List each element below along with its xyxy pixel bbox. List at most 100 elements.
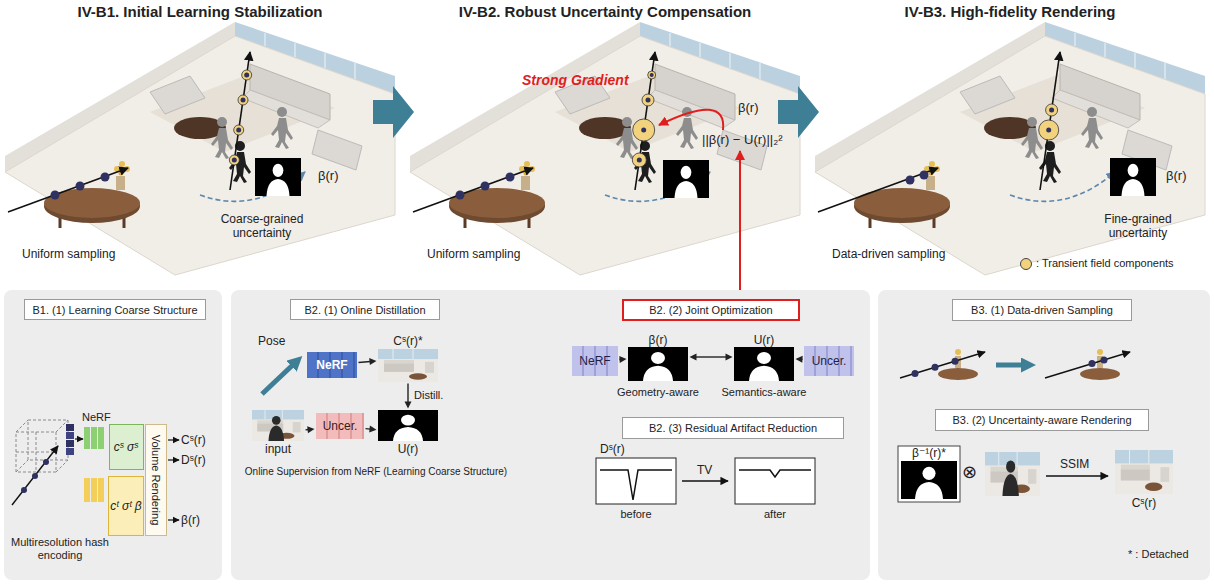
uncertainty-mask: [628, 347, 688, 381]
operation-label: SSIM: [1060, 457, 1089, 471]
stage-2-render: [456, 191, 465, 200]
label-holder: SSIM: [1060, 457, 1089, 471]
section-title: B2. (3) Residual Artifact Reduction: [649, 421, 817, 435]
connector-line: [365, 428, 370, 430]
section-header: B3. (1) Data-driven Sampling: [952, 299, 1132, 321]
label-holder: Fine-grained uncertainty: [1093, 212, 1183, 241]
volume-rendering-box: Volume Rendering: [145, 424, 167, 536]
stage-1-render: [51, 191, 60, 200]
mask-node: U(r): [378, 410, 438, 456]
stage-1-render: [242, 70, 252, 80]
math-label: Dˢ(r): [181, 453, 206, 467]
connector-line: [696, 356, 727, 357]
caption-text: Online Supervision from NeRF (Learning C…: [236, 466, 516, 478]
label-holder: β(r): [738, 100, 758, 116]
stage-1-render: [241, 98, 246, 103]
hash-grid: [28, 420, 68, 460]
stage-arrow: [373, 86, 819, 138]
depth-plot: [682, 480, 728, 481]
panel-ground: [878, 290, 1210, 580]
feature-vector: [66, 448, 74, 455]
output-arrow: [168, 440, 179, 520]
node-text: Uncer.: [812, 354, 847, 368]
panel-ground: [231, 290, 870, 580]
legend-swatch: [1020, 258, 1032, 270]
nerf-layers: [98, 478, 104, 502]
mask-node: U(r): [734, 333, 794, 381]
label-holder: Pose: [258, 334, 285, 348]
network-box: NeRF: [572, 346, 618, 376]
section-header: B2. (1) Online Distillation: [290, 299, 440, 320]
section-title: B2. (1) Online Distillation: [304, 303, 425, 317]
stage-2-render: [641, 128, 646, 133]
label-holder: ⊗: [962, 462, 977, 484]
label-holder: * : Detached: [1128, 548, 1189, 561]
label-holder: IV-B2. Robust Uncertainty Compensation: [405, 3, 805, 21]
caption-text: Pose: [258, 334, 285, 348]
caption-text: Geometry-aware: [608, 386, 708, 399]
caption-text: Fine-grained uncertainty: [1093, 212, 1183, 241]
connector-line: [801, 359, 802, 360]
nerf-layers: [84, 427, 90, 449]
node-text: Cˢ(r): [1132, 496, 1157, 510]
math-label: β(r): [738, 100, 758, 116]
feature-vector: [66, 424, 83, 455]
label-holder: β(r): [181, 513, 200, 527]
stage-1-render: [234, 125, 244, 135]
caption-text: Uniform sampling: [22, 247, 115, 261]
section-title: B1. (1) Learning Coarse Structure: [32, 303, 197, 317]
image-node: input: [252, 410, 304, 456]
sampling-sketch: [912, 370, 919, 377]
arrow-head: [369, 358, 376, 365]
label-holder: before: [596, 508, 676, 521]
sampling-sketch: [938, 368, 978, 380]
pose-arrow: [262, 360, 298, 394]
connector-arrow: [619, 356, 626, 363]
sampling-sketch: [996, 363, 1030, 368]
stage-1-render: [244, 73, 249, 78]
weighted-loss-sketch: [1046, 475, 1108, 476]
node-text: U(r): [398, 442, 419, 456]
feature-vector: [66, 424, 74, 431]
connector-line: [358, 361, 370, 362]
weighted-loss-sketch: [898, 446, 960, 502]
node-text: Cˢ(r)*: [393, 334, 422, 348]
arrow-head: [726, 354, 733, 361]
caption-text: NeRF: [82, 411, 111, 424]
output-arrow: [168, 439, 179, 440]
stage-2-render: [650, 73, 654, 77]
label-holder: Strong Gradient: [522, 72, 629, 89]
math-label: β(r): [318, 168, 338, 184]
stage-3-render: [1049, 108, 1054, 113]
transient-field-box: cᵗ σᵗ β: [108, 476, 144, 536]
label-holder: TV: [697, 463, 712, 477]
operation-label: TV: [697, 463, 712, 477]
stage-2-render: [637, 158, 642, 163]
caption-text: Semantics-aware: [714, 386, 814, 399]
stage-3-render: [1046, 104, 1058, 116]
section-header: B3. (2) Uncertainty-aware Rendering: [935, 409, 1149, 431]
node-text: cᵗ σᵗ β: [110, 499, 141, 514]
weighted-loss-sketch: [901, 461, 957, 499]
network-box: NeRF: [307, 352, 357, 378]
sampling-sketch: [1097, 349, 1103, 355]
depth-plot: [739, 470, 811, 477]
node-text: cˢ σˢ: [114, 440, 138, 455]
loss-formula: ||β(r) − U(r)||₂²: [702, 132, 783, 148]
math-label: Cˢ(r): [181, 433, 206, 447]
stage-title: IV-B2. Robust Uncertainty Compensation: [405, 3, 805, 21]
weighted-loss-sketch: [985, 452, 1040, 496]
label-holder: Online Supervision from NeRF (Learning C…: [236, 466, 516, 478]
stage-2-render: [663, 160, 709, 198]
arrow-head: [405, 402, 412, 409]
connector-arrow: [690, 354, 733, 361]
hash-grid: [56, 460, 68, 472]
sampling-sketch: [1045, 352, 1130, 378]
connector-arrow: [358, 358, 376, 365]
sampling-sketch: [1101, 356, 1108, 363]
stage-2-render: [646, 98, 651, 103]
stage-1-render: [8, 168, 128, 212]
sample-ray: [21, 487, 27, 493]
label-holder: Coarse-grained uncertainty: [217, 212, 307, 241]
stage-1-render: [76, 182, 85, 191]
